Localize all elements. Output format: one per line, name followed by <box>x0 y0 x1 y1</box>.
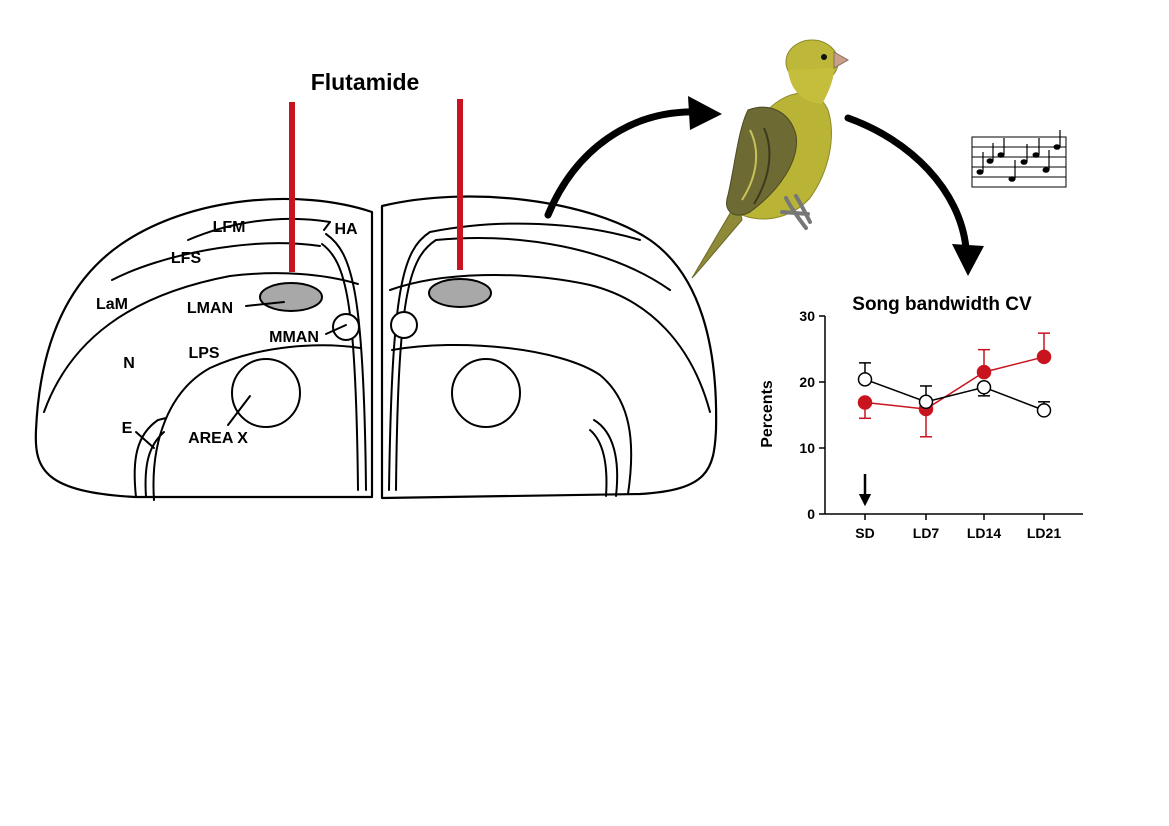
music-score-icon <box>971 130 1067 188</box>
bird-neck <box>788 68 834 104</box>
e-pointer <box>135 431 155 449</box>
lman-pointer <box>245 301 285 307</box>
data-point <box>918 394 934 410</box>
curved-arrow-brain-to-bird <box>544 108 702 219</box>
left-medial-line-2 <box>321 243 359 491</box>
bird-wing-stripe-2 <box>753 127 771 205</box>
region-label-lfm: LFM <box>213 219 246 236</box>
e-region-right-outer <box>593 419 619 497</box>
lfs-line-right <box>435 237 671 291</box>
right-hemisphere-outline <box>380 195 718 500</box>
right-medial-line-1 <box>388 231 431 491</box>
chart-y-axis-label: Percents <box>759 380 776 448</box>
mman-pointer <box>325 324 347 335</box>
chart-series-filled-circle <box>857 332 1052 438</box>
bird-beak <box>833 51 850 69</box>
right-medial-line-2 <box>395 239 437 491</box>
left-hemisphere-outline <box>34 197 374 499</box>
data-point <box>976 380 992 395</box>
e-region-left-inner <box>144 431 165 498</box>
bird-wing-stripe-1 <box>741 129 758 201</box>
y-tick-label: 10 <box>799 440 815 456</box>
chart-series-group <box>857 332 1052 438</box>
e-region-left-outer <box>133 417 167 498</box>
canary-bird-image <box>691 39 850 279</box>
chart-title: Song bandwidth CV <box>852 294 1032 315</box>
lam-line-right <box>389 274 711 413</box>
data-point <box>976 364 992 380</box>
mman-nucleus-right <box>390 311 418 339</box>
curved-arrow-bird-to-chart <box>844 114 970 252</box>
x-tick-label: LD14 <box>967 525 1001 541</box>
lps-line-right <box>391 343 633 495</box>
bird-wing <box>726 106 797 216</box>
data-point <box>1036 349 1052 365</box>
y-tick-label: 20 <box>799 374 815 390</box>
area-x-pointer <box>227 395 251 426</box>
lman-nucleus-right <box>428 278 492 308</box>
lps-line-left <box>152 344 361 501</box>
area-x-nucleus-right <box>451 358 521 428</box>
lfm-line-left <box>187 217 331 241</box>
region-label-area-x: AREA X <box>188 430 248 447</box>
region-label-lman: LMAN <box>187 300 233 317</box>
region-label-lfs: LFS <box>171 250 202 267</box>
lfm-line-right <box>429 222 641 241</box>
area-x-nucleus-left <box>231 358 301 428</box>
chart-series-open-circle <box>857 362 1052 418</box>
arrowhead-to-bird <box>688 96 722 130</box>
data-point <box>1036 403 1052 418</box>
x-tick-label: LD7 <box>913 525 940 541</box>
y-tick-label: 0 <box>807 506 815 522</box>
data-point <box>857 395 873 410</box>
lfs-line-left <box>111 242 321 281</box>
arrowhead-to-chart <box>952 244 984 276</box>
lam-line-left <box>43 272 359 413</box>
region-label-ha: HA <box>334 221 358 238</box>
bird-feet <box>780 194 812 230</box>
region-label-lps: LPS <box>188 345 219 362</box>
e-region-right-inner <box>589 429 608 497</box>
y-tick-label: 30 <box>799 308 815 324</box>
series-line <box>864 378 1045 412</box>
x-tick-label: SD <box>855 525 874 541</box>
region-label-n: N <box>123 355 135 372</box>
region-label-mman: MMAN <box>269 329 319 346</box>
region-label-e: E <box>122 420 133 437</box>
bird-tail <box>691 198 743 279</box>
ha-pointer <box>323 221 331 231</box>
mman-nucleus-left <box>332 313 360 341</box>
x-tick-label: LD21 <box>1027 525 1061 541</box>
lman-nucleus-left <box>259 282 323 312</box>
left-medial-line-1 <box>325 233 367 491</box>
region-label-lam: LaM <box>96 296 128 313</box>
drug-label: Flutamide <box>311 69 420 95</box>
bird-eye <box>821 54 827 60</box>
data-point <box>857 372 873 387</box>
series-line <box>864 356 1045 410</box>
brain-section-diagram: Flutamide LFM HA LFS LaM LMAN MMAN N LPS… <box>34 69 718 501</box>
